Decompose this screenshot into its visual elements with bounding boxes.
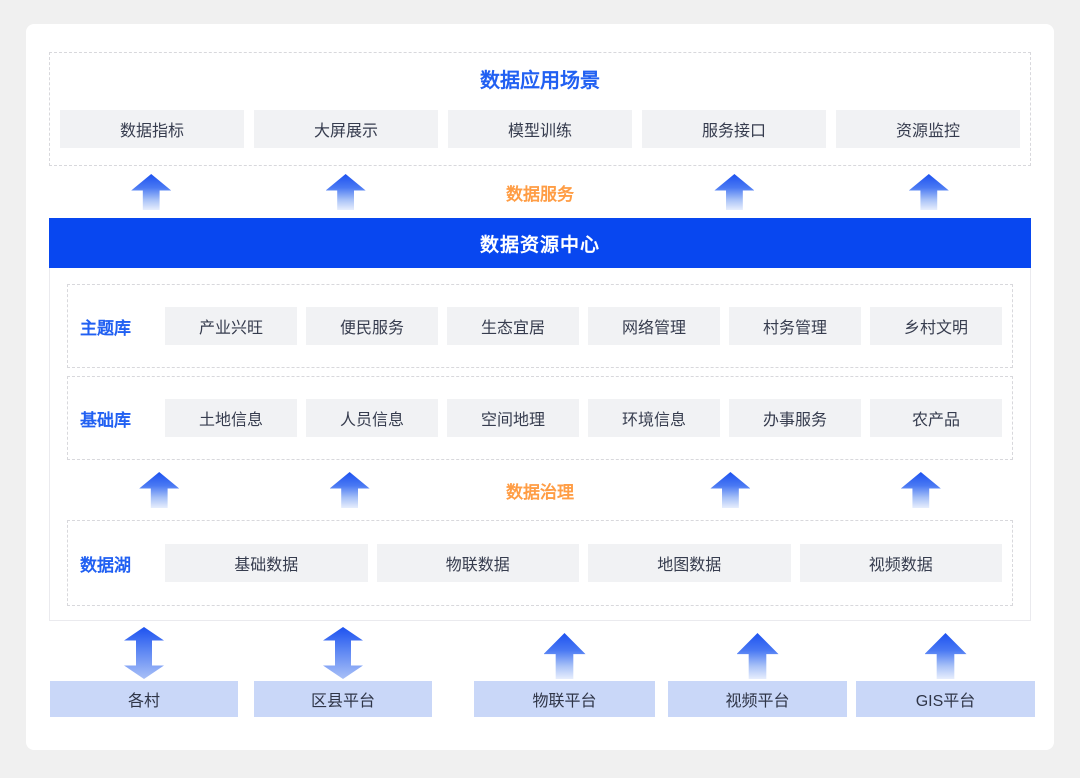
data-service-label: 数据服务 [506,184,575,204]
up-arrow-icon [714,174,755,210]
scenario-box-data-metrics: 数据指标 [60,110,244,148]
base-library-row: 基础库 土地信息 人员信息 空间地理 环境信息 办事服务 农产品 [67,376,1013,460]
source-box-iot-platform: 物联平台 [474,681,655,717]
app-scenarios-section: 数据应用场景 数据指标 大屏展示 模型训练 服务接口 资源监控 [49,52,1031,166]
scenario-box-big-screen: 大屏展示 [254,110,438,148]
base-box-spatial: 空间地理 [447,399,579,437]
source-box-gis-platform: GIS平台 [856,681,1035,717]
up-arrow-icon [139,472,180,508]
scenario-box-resource-monitor: 资源监控 [836,110,1020,148]
data-lake-label: 数据湖 [80,555,131,575]
up-arrow-icon [736,633,779,679]
theme-library-row: 主题库 产业兴旺 便民服务 生态宜居 网络管理 村务管理 乡村文明 [67,284,1013,368]
base-box-environment: 环境信息 [588,399,720,437]
base-box-land: 土地信息 [165,399,297,437]
up-arrow-icon [329,472,370,508]
theme-box-village-affairs: 村务管理 [729,307,861,345]
resource-center-banner: 数据资源中心 [49,218,1031,268]
theme-box-rural-civilization: 乡村文明 [870,307,1002,345]
base-box-personnel: 人员信息 [306,399,438,437]
up-arrow-icon [131,174,172,210]
theme-box-network: 网络管理 [588,307,720,345]
lake-box-basic-data: 基础数据 [165,544,368,582]
up-arrow-icon [543,633,586,679]
theme-library-label: 主题库 [80,318,131,338]
scenario-box-service-api: 服务接口 [642,110,826,148]
up-arrow-icon [924,633,967,679]
up-arrow-icon [900,472,941,508]
diagram-card: 数据应用场景 数据指标 大屏展示 模型训练 服务接口 资源监控 数据服务 数据资… [26,24,1054,750]
up-arrow-icon [710,472,751,508]
lake-box-iot-data: 物联数据 [376,544,579,582]
source-box-row: 各村 区县平台 物联平台 视频平台 GIS平台 [50,681,1054,717]
double-arrow-icon [124,627,164,679]
scenario-box-model-training: 模型训练 [448,110,632,148]
up-arrow-icon [908,174,949,210]
app-scenarios-boxes: 数据指标 大屏展示 模型训练 服务接口 资源监控 [60,110,1020,148]
double-arrow-icon [323,627,363,679]
source-box-district-platform: 区县平台 [254,681,432,717]
lake-box-map-data: 地图数据 [588,544,791,582]
data-governance-arrow-row: 数据治理 [59,460,1021,520]
resource-center-body: 主题库 产业兴旺 便民服务 生态宜居 网络管理 村务管理 乡村文明 基础库 土地… [49,268,1031,621]
source-arrow-row [50,627,1054,681]
lake-box-video-data: 视频数据 [799,544,1002,582]
source-box-villages: 各村 [50,681,238,717]
source-box-video-platform: 视频平台 [668,681,847,717]
base-library-label: 基础库 [80,410,131,430]
theme-box-ecology: 生态宜居 [447,307,579,345]
theme-box-industry: 产业兴旺 [165,307,297,345]
data-service-arrow-row: 数据服务 [49,166,1031,218]
base-box-services: 办事服务 [729,399,861,437]
app-scenarios-title: 数据应用场景 [480,70,600,92]
up-arrow-icon [325,174,366,210]
theme-box-convenience: 便民服务 [306,307,438,345]
data-lake-row: 数据湖 基础数据 物联数据 地图数据 视频数据 [67,520,1013,606]
base-box-agri-products: 农产品 [870,399,1002,437]
data-governance-label: 数据治理 [506,482,575,502]
